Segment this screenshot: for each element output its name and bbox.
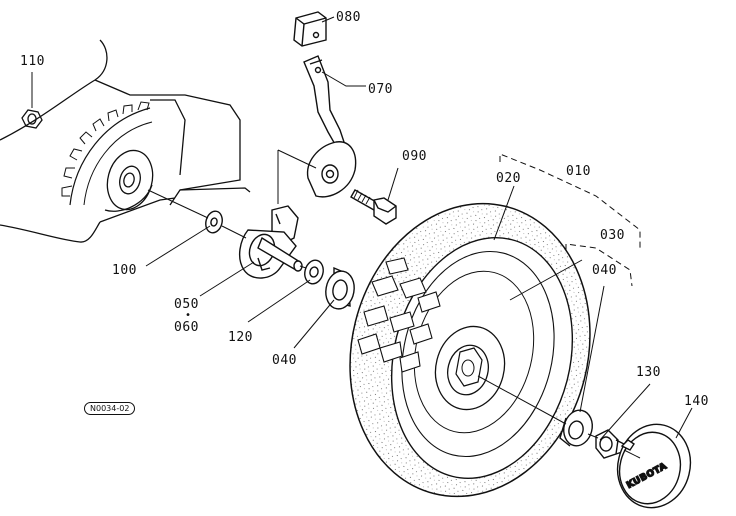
label-090: 090 [402, 149, 427, 164]
label-070: 070 [368, 82, 393, 97]
label-130: 130 [636, 365, 661, 380]
axis-line [147, 149, 641, 459]
washer-120 [304, 259, 324, 285]
label-010: 010 [566, 164, 591, 179]
bolt-130 [595, 429, 625, 459]
label-120: 120 [228, 330, 253, 345]
lever-070 [303, 55, 357, 198]
label-140: 140 [684, 394, 709, 409]
mower-housing [0, 39, 251, 243]
label-030: 030 [600, 228, 625, 243]
wheel-020 [349, 202, 591, 498]
axle-bracket-050 [238, 205, 303, 279]
hubcap-140: KUBOTA [616, 423, 692, 509]
nut-110 [21, 109, 43, 129]
label-050-dot: • [185, 310, 192, 321]
pad-080 [293, 11, 327, 47]
bolt-090 [350, 189, 397, 225]
label-110: 110 [20, 54, 45, 69]
washer-100 [205, 210, 223, 234]
reference-code: N0034-02 [84, 402, 136, 415]
group-brackets [499, 153, 641, 287]
label-100: 100 [112, 263, 137, 278]
label-080: 080 [336, 10, 361, 25]
label-060: 060 [174, 320, 199, 335]
leader-lines [31, 16, 693, 441]
label-050: 050 [174, 297, 199, 312]
label-020: 020 [496, 171, 521, 186]
bushing-040-inner [325, 266, 355, 310]
label-040-lower: 040 [272, 353, 297, 368]
bushing-040-outer [559, 409, 593, 447]
label-040-upper: 040 [592, 263, 617, 278]
